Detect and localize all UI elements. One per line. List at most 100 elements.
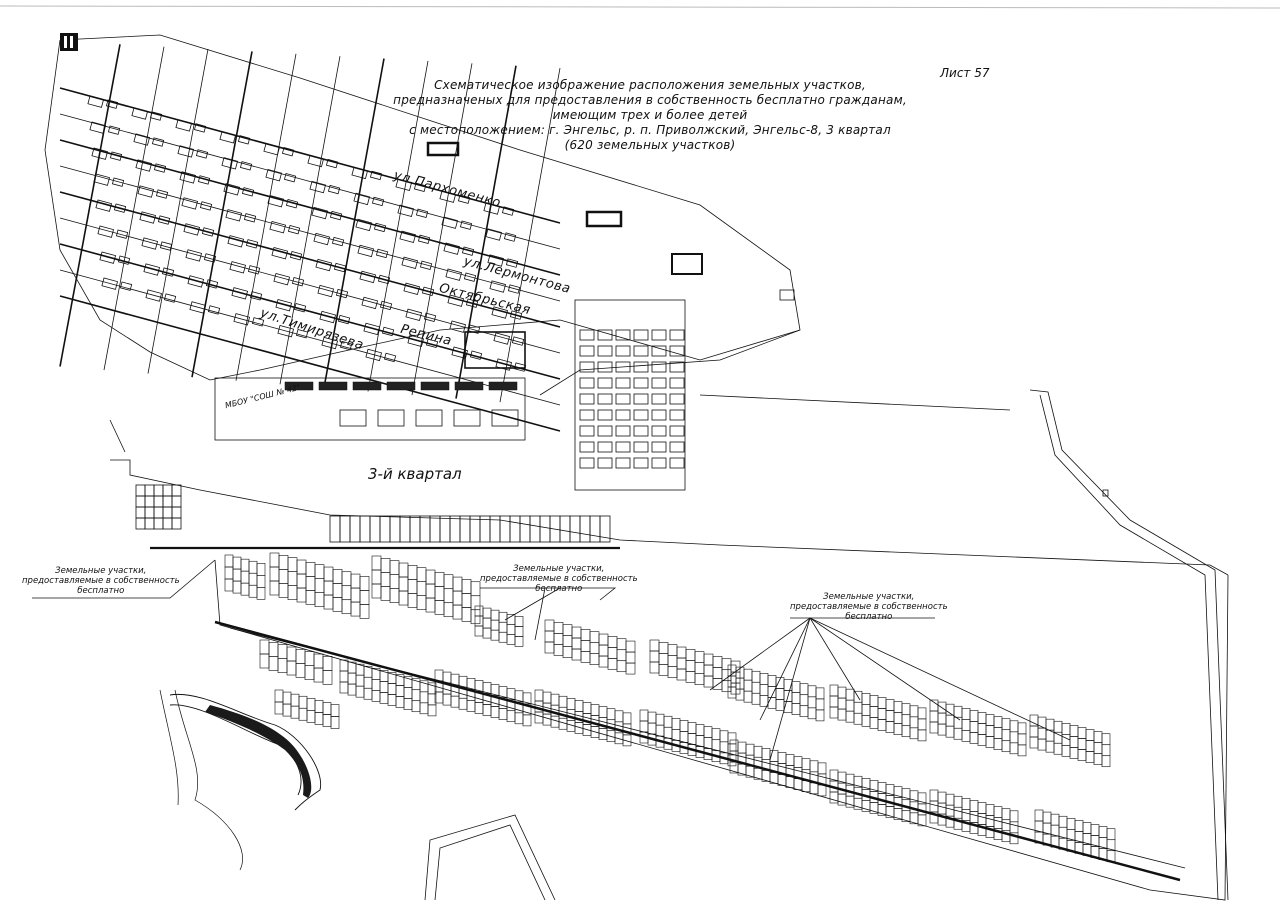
plot [544, 619, 555, 632]
plot [332, 583, 343, 598]
building [131, 107, 149, 120]
plot [729, 739, 739, 752]
building [426, 141, 460, 157]
plot [224, 578, 234, 592]
plot [295, 663, 306, 678]
plot [837, 697, 847, 710]
plot [395, 696, 405, 708]
plot [655, 724, 665, 737]
plot [304, 651, 315, 667]
plot [969, 721, 979, 733]
town-outline [44, 34, 801, 381]
plot [807, 685, 817, 698]
plot [909, 705, 919, 718]
plot [1058, 815, 1068, 828]
plot [829, 706, 839, 719]
building [483, 202, 501, 215]
lot [162, 517, 173, 530]
plot [743, 679, 753, 692]
building [651, 441, 667, 453]
building [243, 213, 257, 223]
plot [607, 658, 618, 670]
plot [1066, 818, 1076, 830]
building [371, 196, 385, 207]
lot [589, 515, 601, 543]
plot [1077, 727, 1087, 739]
plot [298, 707, 308, 721]
plot [498, 611, 508, 623]
plot [1017, 733, 1027, 746]
building [307, 154, 325, 168]
building [669, 409, 685, 421]
plot [639, 720, 649, 733]
building [420, 381, 450, 391]
boundary-line [539, 329, 801, 396]
plot [985, 736, 995, 748]
plot [240, 558, 250, 572]
plot [380, 558, 391, 573]
building [669, 457, 685, 469]
building [415, 208, 429, 219]
plot [330, 716, 340, 729]
plot [1069, 736, 1079, 748]
plot [286, 660, 297, 676]
lot [459, 515, 471, 543]
plots-label-left: Земельные участки, предоставляемые в соб… [22, 566, 180, 596]
plot [274, 689, 284, 703]
plot [607, 636, 618, 648]
building [237, 135, 251, 145]
plot [389, 574, 400, 589]
plot [1074, 820, 1084, 832]
building [454, 381, 484, 391]
building [505, 258, 519, 268]
lot [153, 484, 164, 497]
building [245, 239, 259, 249]
building [419, 260, 433, 271]
building [231, 287, 249, 300]
plot [450, 695, 460, 708]
plot [961, 708, 971, 720]
building [107, 125, 121, 135]
plot [452, 576, 463, 592]
plot [721, 669, 732, 682]
cross-street [279, 56, 341, 385]
building [386, 381, 416, 391]
plot [470, 609, 481, 625]
plot [687, 733, 697, 745]
plot [407, 579, 418, 594]
plot [379, 692, 389, 704]
building [139, 211, 157, 224]
building [177, 145, 195, 158]
plot [240, 570, 250, 584]
plot [458, 697, 468, 710]
plot [490, 609, 500, 621]
plot [616, 649, 627, 662]
plot [961, 719, 971, 731]
plot [929, 789, 939, 802]
plot [977, 802, 987, 814]
plot [945, 793, 955, 806]
plot [461, 607, 472, 622]
plot [809, 760, 819, 773]
plot [1017, 722, 1027, 735]
building [585, 210, 623, 228]
plot [339, 681, 349, 694]
plot [506, 614, 516, 625]
building [335, 288, 349, 299]
lot [519, 515, 531, 543]
plot [534, 689, 544, 702]
plot [775, 688, 785, 700]
plot [1045, 740, 1055, 753]
building [361, 296, 379, 310]
plot [655, 713, 665, 726]
quarter-boundary [110, 459, 1229, 576]
plot [961, 730, 971, 742]
building [633, 361, 649, 373]
lot [135, 484, 146, 497]
plot [339, 670, 349, 683]
building [203, 253, 217, 263]
plot [562, 624, 573, 636]
building [488, 381, 518, 391]
plot [969, 811, 979, 823]
building [413, 182, 427, 193]
